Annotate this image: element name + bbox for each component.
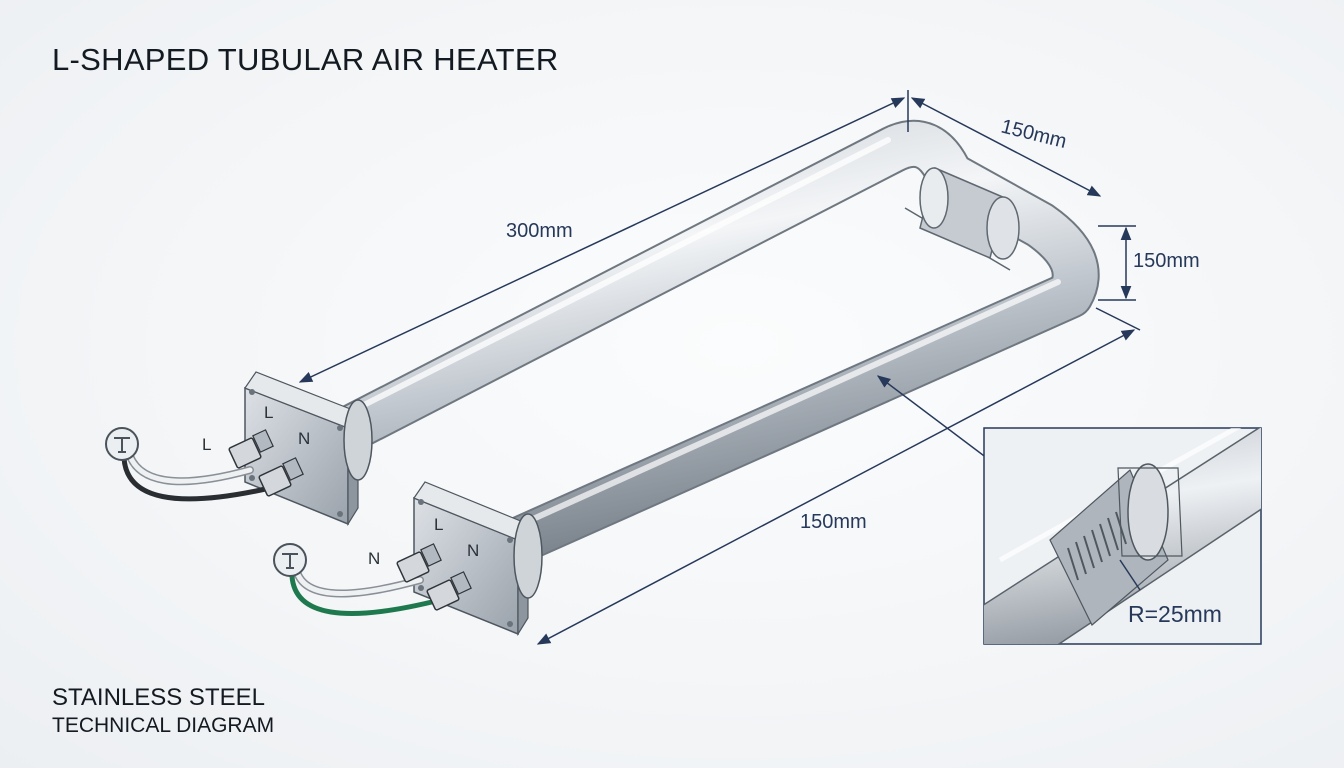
dimension-bottom-length: 150mm (800, 511, 867, 533)
footer-material: STAINLESS STEEL (52, 684, 265, 711)
upper-terminal-right-label: N (298, 429, 310, 448)
upper-wire-label: L (202, 435, 211, 454)
upper-wiring (105, 427, 304, 502)
lower-connector-n (426, 571, 472, 611)
upper-ground-symbol (105, 427, 139, 461)
dimension-top-width: 150mm (999, 116, 1069, 153)
upper-connector-n (258, 457, 304, 497)
detail-inset: R=25mm (983, 427, 1262, 645)
lower-wiring (273, 543, 472, 616)
dimension-side-height: 150mm (1133, 250, 1200, 272)
lower-connector-l (396, 543, 442, 583)
footer-subtitle: TECHNICAL DIAGRAM (52, 714, 275, 737)
lower-ground-symbol (273, 543, 307, 577)
upper-terminal-left-label: L (264, 403, 273, 422)
lower-terminal-left-label: L (434, 515, 443, 534)
dimension-top-length: 300mm (506, 220, 573, 242)
dimension-bend-radius: R=25mm (1128, 601, 1222, 627)
lower-terminal-right-label: N (467, 541, 479, 560)
lower-wire-label: N (368, 549, 380, 568)
upper-connector-l (228, 429, 274, 469)
page-title: L-SHAPED TUBULAR AIR HEATER (52, 42, 559, 77)
